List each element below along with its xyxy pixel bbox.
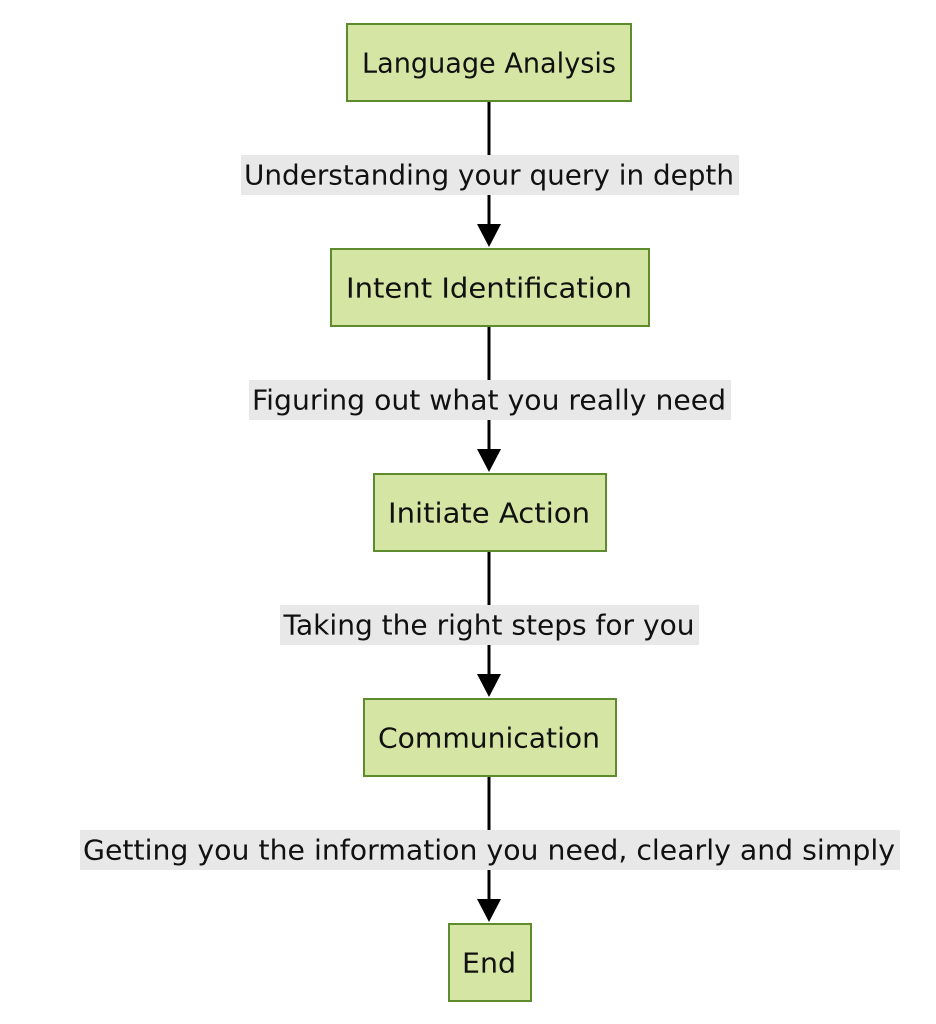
edge-label-2: Figuring out what you really need [249, 380, 731, 420]
node-label-communication: Communication [378, 722, 600, 755]
node-initiate-action: Initiate Action [373, 473, 607, 552]
node-label-language-analysis: Language Analysis [362, 47, 616, 80]
node-label-end: End [462, 947, 516, 980]
node-label-intent-identification: Intent Identification [346, 272, 632, 305]
edge-label-text-3: Taking the right steps for you [282, 609, 694, 642]
node-language-analysis: Language Analysis [346, 23, 632, 102]
node-end: End [448, 923, 532, 1002]
edge-label-4: Getting you the information you need, cl… [80, 830, 900, 870]
edge-label-text-2: Figuring out what you really need [252, 384, 726, 417]
edge-label-3: Taking the right steps for you [280, 605, 699, 645]
node-communication: Communication [363, 698, 617, 777]
edge-label-text-1: Understanding your query in depth [244, 159, 734, 192]
edge-label-1: Understanding your query in depth [241, 155, 739, 195]
node-intent-identification: Intent Identification [330, 248, 650, 327]
edge-label-text-4: Getting you the information you need, cl… [83, 834, 895, 867]
node-label-initiate-action: Initiate Action [388, 497, 590, 530]
